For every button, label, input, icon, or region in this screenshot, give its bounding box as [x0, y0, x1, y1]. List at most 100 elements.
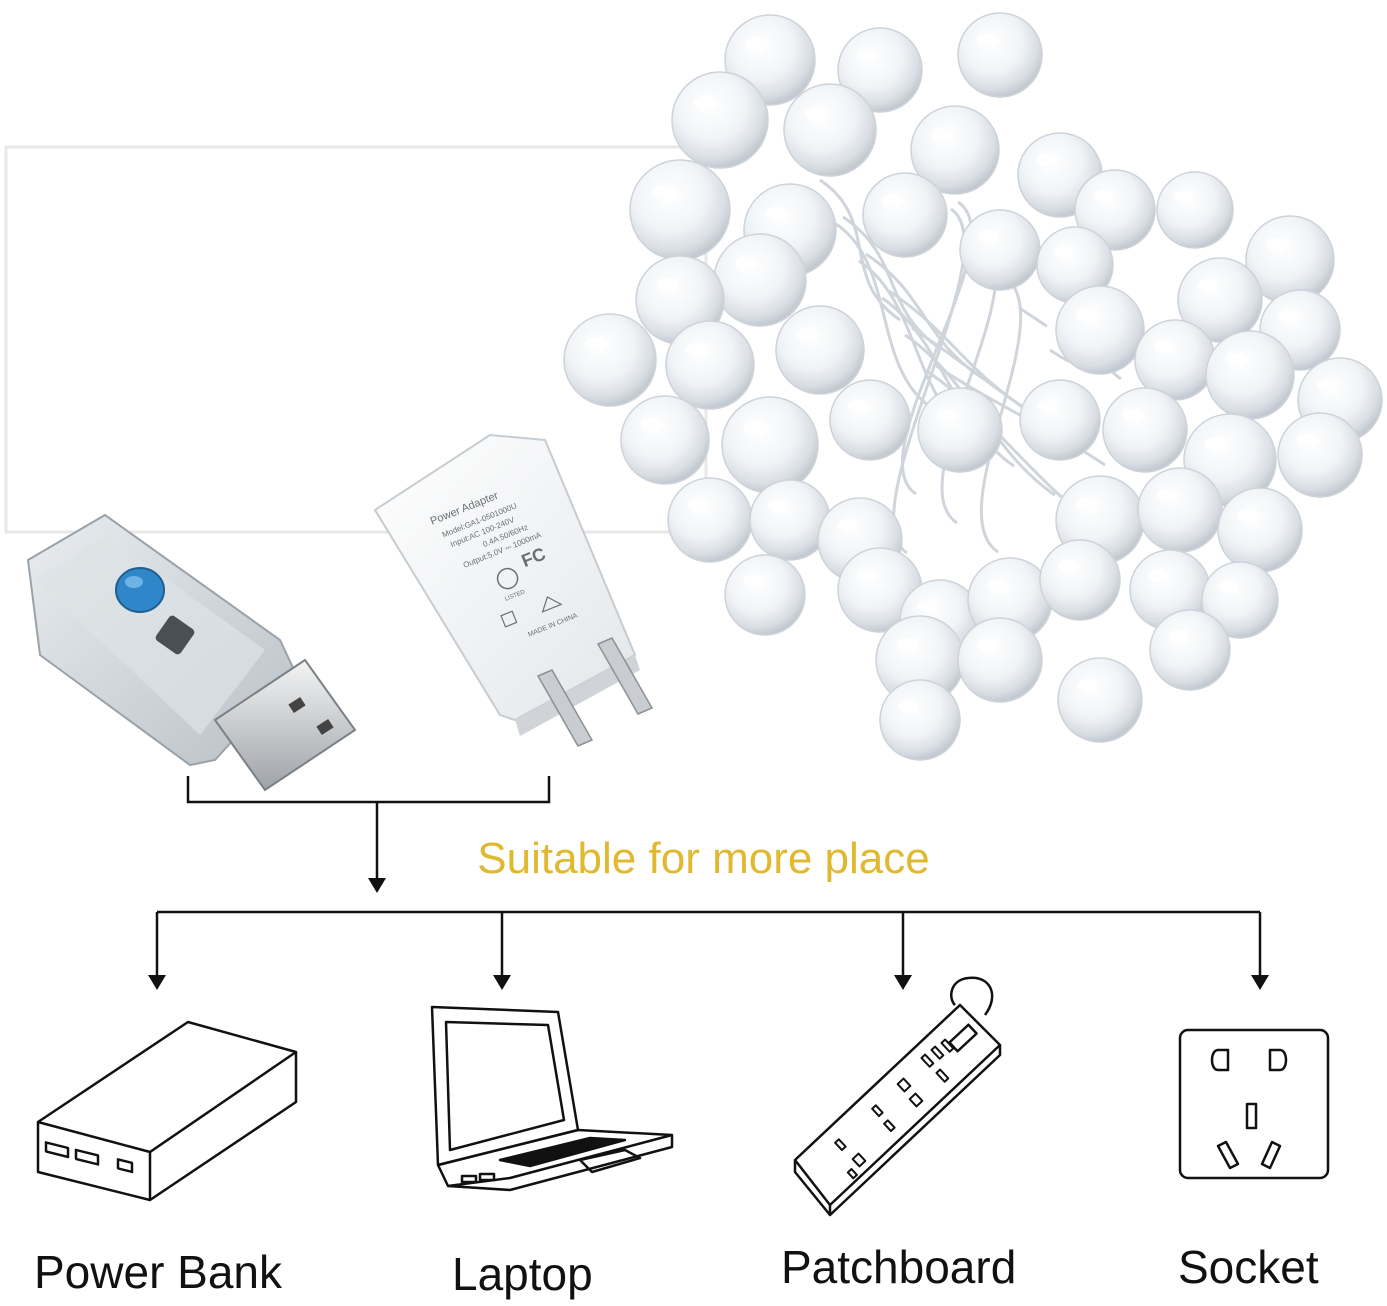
light-bulb — [837, 27, 923, 113]
light-bulb — [629, 159, 731, 261]
bulb-highlight — [976, 34, 998, 47]
bulb-highlight — [693, 96, 718, 111]
bulb-highlight — [856, 569, 878, 582]
light-bulb — [957, 617, 1043, 703]
light-bulb — [667, 477, 753, 563]
light-bulb — [721, 396, 819, 494]
bulb-highlight — [1075, 498, 1098, 512]
light-bulb — [671, 71, 769, 169]
bulb-highlight — [836, 519, 858, 532]
bulb-highlight — [1038, 400, 1058, 412]
light-wire — [835, 222, 933, 410]
usb-button — [115, 567, 165, 613]
label-laptop: Laptop — [452, 1248, 593, 1300]
bulb-highlight — [1121, 409, 1143, 422]
bulb-highlight — [1265, 238, 1288, 252]
bulb-highlight — [584, 337, 608, 351]
bulb-highlight — [655, 278, 678, 292]
arrow-down-icon — [894, 975, 912, 990]
light-bulb — [1074, 169, 1156, 251]
bulb-highlight — [936, 409, 958, 422]
bulb-highlight — [1054, 246, 1074, 258]
bulb-highlight — [898, 700, 918, 712]
bulb-highlight — [1278, 310, 1298, 322]
socket-icon — [1178, 1028, 1330, 1180]
bulb-highlight — [745, 37, 768, 51]
light-bulb — [829, 379, 911, 461]
bulb-highlight — [804, 107, 828, 121]
label-power-bank: Power Bank — [34, 1246, 283, 1298]
light-bulb — [1156, 171, 1234, 249]
bulb-highlight — [1156, 489, 1178, 502]
bulb-highlight — [1036, 154, 1058, 167]
bulb-highlight — [978, 230, 998, 242]
light-bulb — [665, 320, 755, 410]
patchboard-icon — [793, 976, 1002, 1217]
string-lights-photo — [563, 12, 1383, 761]
light-bulb — [1102, 387, 1188, 473]
light-bulb — [1039, 539, 1121, 621]
bulb-highlight — [1225, 353, 1248, 367]
arrowheads — [148, 878, 1269, 990]
usb-controller — [26, 513, 357, 792]
bulb-highlight — [976, 639, 998, 652]
bulb-highlight — [764, 207, 788, 221]
bulb-highlight — [1148, 570, 1168, 582]
bulb-highlight — [734, 257, 758, 271]
light-bulb — [917, 387, 1003, 473]
power-adapter: Power Adapter Model:GA1-0501000U Input:A… — [373, 433, 654, 747]
arrow-down-icon — [493, 975, 511, 990]
bulb-highlight — [986, 579, 1008, 592]
light-bulb — [1149, 609, 1231, 691]
connector-lines — [155, 776, 1262, 975]
light-bulb — [724, 554, 806, 636]
bulb-highlight — [795, 328, 818, 342]
light-bulb — [775, 305, 865, 395]
bulb-highlight — [1219, 581, 1239, 593]
light-bulb — [713, 233, 807, 327]
bulb-highlight — [1174, 191, 1194, 203]
bulb-highlight — [1168, 630, 1188, 642]
bulb-highlight — [1153, 340, 1173, 352]
arrow-down-icon — [148, 975, 166, 990]
headline: Suitable for more place — [477, 834, 930, 883]
bulb-highlight — [768, 500, 788, 512]
light-bulb — [862, 172, 948, 258]
bulb-highlight — [1316, 379, 1338, 392]
bulb-highlight — [1296, 434, 1318, 447]
bulb-highlight — [652, 185, 678, 200]
bulb-highlight — [881, 194, 903, 207]
bulb-highlight — [743, 421, 768, 436]
laptop-icon — [430, 1005, 674, 1192]
light-wire — [979, 274, 1023, 554]
bulb-highlight — [685, 343, 708, 357]
power-bank-icon — [36, 1020, 298, 1202]
bulb-highlight — [1058, 560, 1078, 572]
bulb-highlight — [1196, 279, 1218, 292]
light-bulb — [620, 395, 710, 485]
light-bulb — [563, 313, 657, 407]
label-socket: Socket — [1178, 1241, 1319, 1293]
bulb-highlight — [1236, 509, 1258, 522]
label-patchboard: Patchboard — [781, 1241, 1017, 1293]
light-bulb — [910, 105, 1000, 195]
light-bulb — [879, 679, 961, 761]
arrow-down-icon — [1251, 975, 1269, 990]
bulb-highlight — [895, 638, 918, 652]
bulb-highlight — [848, 400, 868, 412]
bulb-highlight — [640, 418, 663, 432]
bulb-highlight — [686, 499, 708, 512]
bulb-highlight — [1093, 190, 1113, 202]
bulb-highlight — [1075, 308, 1098, 322]
light-bulb — [1137, 467, 1223, 553]
light-bulb — [959, 209, 1041, 291]
arrow-down-icon — [368, 878, 386, 893]
bulb-highlight — [1076, 679, 1098, 692]
bulb-highlight — [743, 575, 763, 587]
bulb-highlight — [918, 600, 938, 612]
light-bulb — [957, 12, 1043, 98]
light-bulb — [1217, 487, 1303, 573]
light-bulb — [1201, 561, 1279, 639]
light-bulb — [1055, 285, 1145, 375]
